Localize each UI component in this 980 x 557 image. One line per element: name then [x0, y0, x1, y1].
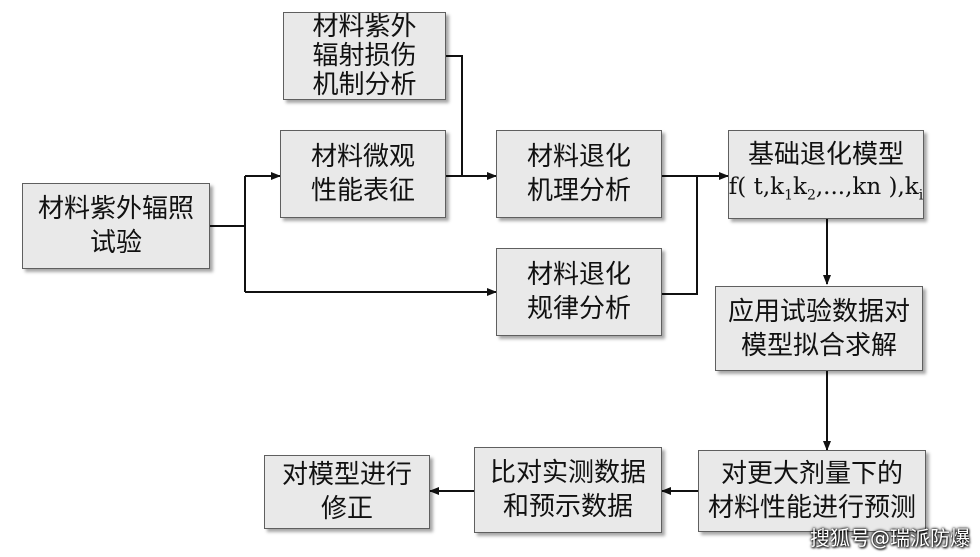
edge-law-to-model: [662, 176, 698, 295]
watermark: 搜狐号@瑞派防爆: [810, 526, 970, 550]
model-fit-node: 应用试验数据对 模型拟合求解: [715, 286, 923, 371]
basic-model-title: 基础退化模型: [747, 140, 904, 171]
uv-damage-mechanism-node: 材料紫外 辐射损伤 机制分析: [283, 12, 446, 100]
model-formula: f( t,k1k2,...,kn ),ki: [728, 174, 924, 204]
edge-uv-to-mechanism: [446, 55, 463, 176]
basic-model-node: 基础退化模型 f( t,k1k2,...,kn ),ki: [728, 130, 924, 219]
model-correction-node: 对模型进行 修正: [264, 455, 430, 529]
compare-data-node: 比对实测数据 和预示数据: [474, 447, 662, 533]
prediction-node: 对更大剂量下的 材料性能进行预测: [698, 450, 926, 532]
micro-characterization-node: 材料微观 性能表征: [280, 130, 446, 218]
degradation-mechanism-node: 材料退化 机理分析: [496, 130, 662, 218]
degradation-law-node: 材料退化 规律分析: [496, 248, 662, 336]
irradiation-test-node: 材料紫外辐照 试验: [22, 183, 210, 269]
